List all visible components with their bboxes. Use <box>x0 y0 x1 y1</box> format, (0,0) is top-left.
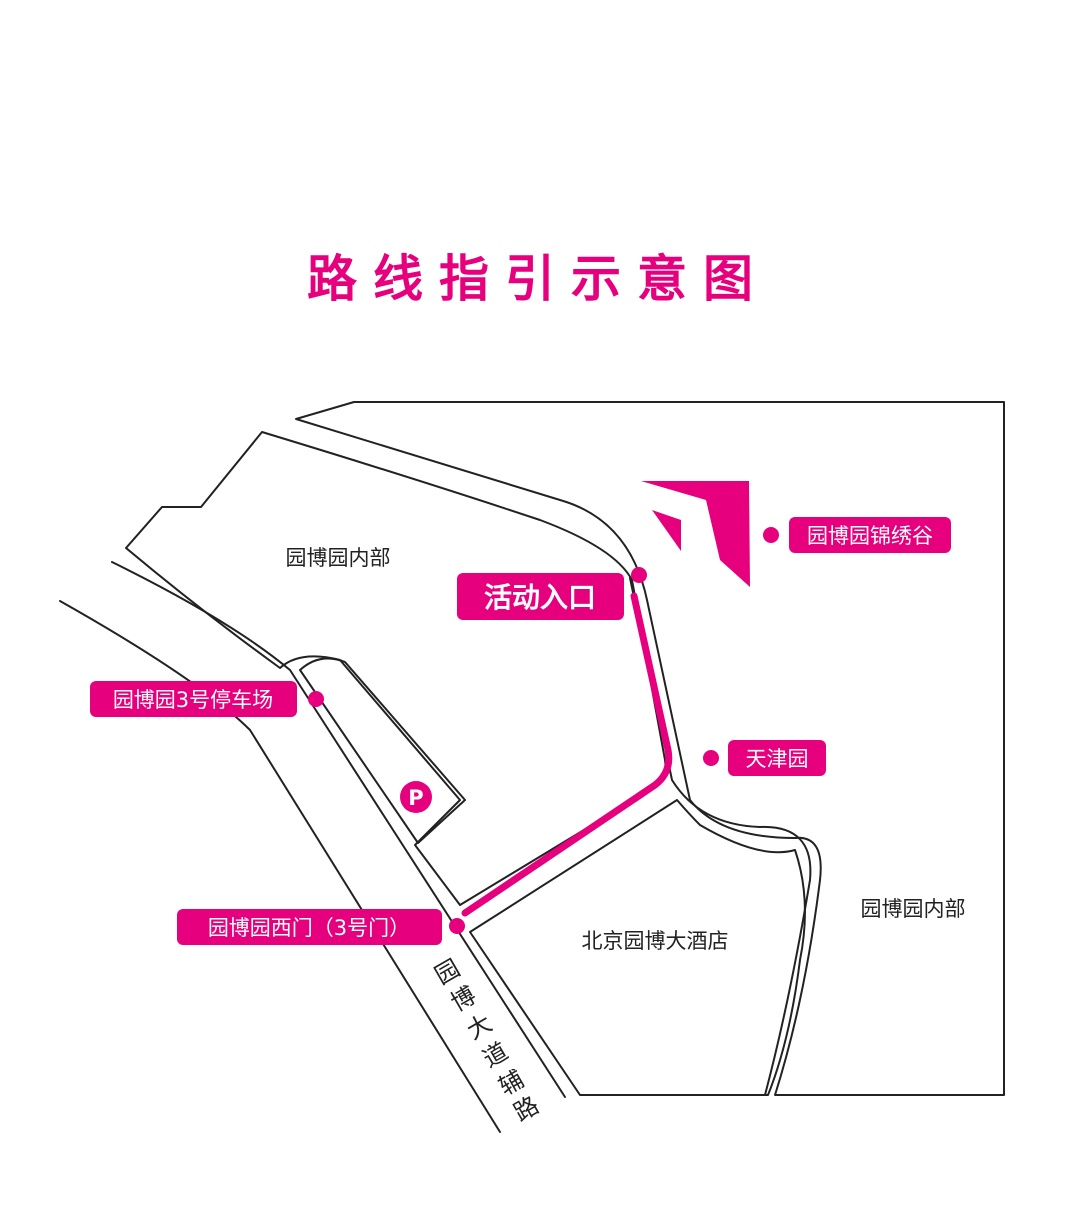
avenue-left-edge <box>59 600 501 1133</box>
parking-lot-outline <box>299 657 466 844</box>
walking-route <box>461 592 673 917</box>
road-outlines <box>59 401 1005 1133</box>
label-entrance: 活动入口 <box>457 573 624 620</box>
label-jinxiugu: 园博园锦绣谷 <box>789 517 951 553</box>
area-label-hotel: 北京园博大酒店 <box>582 929 729 953</box>
avenue-right-edge <box>111 561 566 1098</box>
road-name: 园 博 大 道 辅 路 <box>430 954 544 1127</box>
street-inner-edge <box>629 577 812 1096</box>
road-name-char: 博 <box>446 981 481 1017</box>
marker-dot-tianjin <box>703 750 719 766</box>
area-label-park-left: 园博园内部 <box>286 546 391 570</box>
svg-text:园博园锦绣谷: 园博园锦绣谷 <box>807 524 933 548</box>
label-tianjin: 天津园 <box>728 740 826 776</box>
area-label-park-right: 园博园内部 <box>861 897 966 921</box>
label-west-gate: 园博园西门（3号门） <box>177 909 442 945</box>
svg-text:天津园: 天津园 <box>746 747 809 771</box>
svg-text:园博园西门（3号门）: 园博园西门（3号门） <box>208 916 410 940</box>
road-name-char: 大 <box>462 1009 497 1045</box>
svg-text:园博园3号停车场: 园博园3号停车场 <box>113 688 273 712</box>
svg-text:活动入口: 活动入口 <box>484 581 596 614</box>
park-right-block <box>295 401 1005 1096</box>
hotel-block <box>469 799 806 1096</box>
road-name-char: 道 <box>478 1037 513 1073</box>
north-arrow-icon <box>641 481 750 587</box>
parking-icon: P <box>400 781 432 813</box>
label-parking: 园博园3号停车场 <box>90 681 297 717</box>
marker-dot-parking <box>308 691 324 707</box>
marker-dot-entrance <box>631 567 647 583</box>
svg-text:P: P <box>408 786 423 810</box>
marker-dot-west-gate <box>449 918 465 934</box>
marker-dot-jinxiugu <box>763 527 779 543</box>
page-title: 路线指引示意图 <box>307 250 769 308</box>
